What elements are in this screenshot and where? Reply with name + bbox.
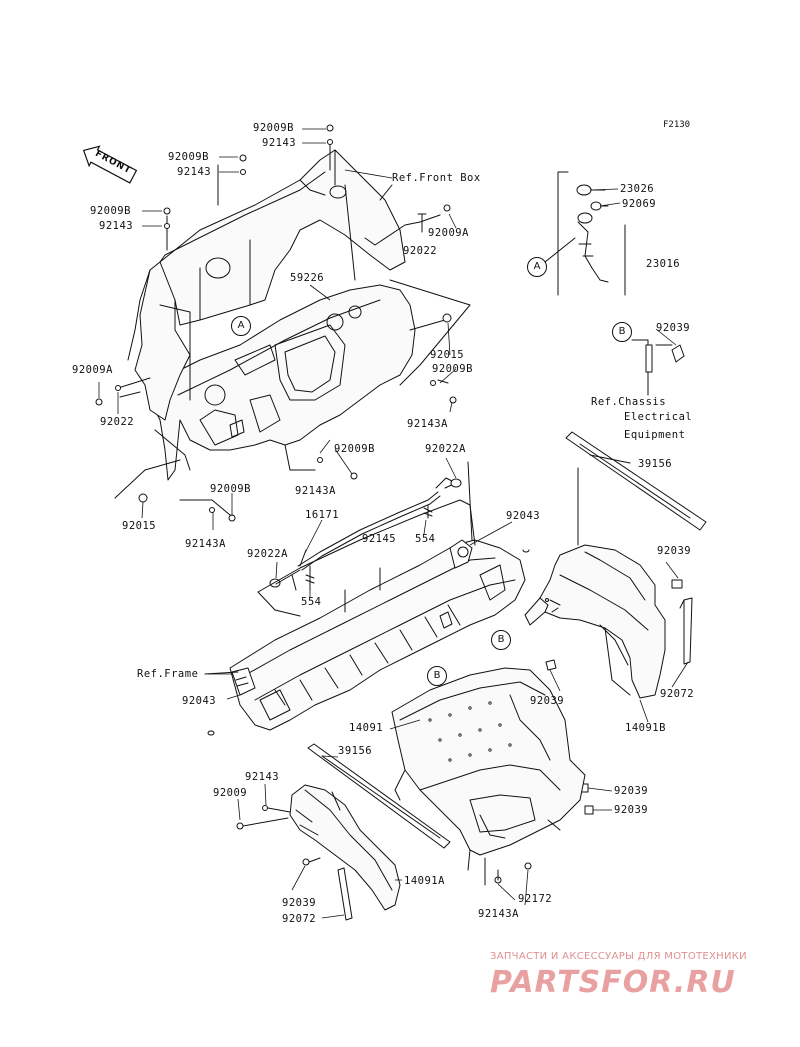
- part-label: 92039: [530, 695, 565, 707]
- cable-92145: [269, 477, 462, 591]
- part-label: 92039: [657, 545, 692, 557]
- front-direction-tag: FRONT: [78, 138, 138, 184]
- part-label: 92072: [282, 913, 317, 925]
- part-label: 16171: [305, 509, 340, 521]
- part-label: 92143: [99, 220, 134, 232]
- part-label: 92009B: [432, 363, 473, 375]
- part-label: 92039: [282, 897, 317, 909]
- fasteners-upper: [95, 124, 457, 522]
- callout-a-detail: A: [527, 257, 547, 277]
- connector-detail: [544, 171, 626, 296]
- part-label: 92039: [614, 785, 649, 797]
- part-label: 14091A: [404, 875, 445, 887]
- part-label: 92039: [656, 322, 691, 334]
- mudflap-92072-r: [679, 597, 693, 665]
- part-label: 92069: [622, 198, 657, 210]
- part-label: 92143: [262, 137, 297, 149]
- part-label: 92009: [213, 787, 248, 799]
- callout-a-dashboard: A: [231, 316, 251, 336]
- part-label: 92022A: [425, 443, 466, 455]
- ref-chassis-label: Equipment: [624, 429, 686, 441]
- left-side-panel: [127, 261, 191, 421]
- part-label: 92022A: [247, 548, 288, 560]
- part-label: 23016: [646, 258, 681, 270]
- part-label: 92143: [177, 166, 212, 178]
- part-label: 92143A: [295, 485, 336, 497]
- fender-14091A: [289, 784, 401, 911]
- part-label: 92015: [122, 520, 157, 532]
- ref-chassis-label: Electrical: [624, 411, 693, 423]
- watermark-logo: PARTSFOR.RU: [490, 965, 736, 1000]
- part-label: 92043: [182, 695, 217, 707]
- ref-frame-label: Ref.Frame: [137, 668, 199, 680]
- ref-chassis-label: Ref.Chassis: [591, 396, 667, 408]
- fender-14091B: [524, 544, 666, 699]
- part-label: 92015: [430, 349, 465, 361]
- figure-code: F2130: [663, 120, 691, 130]
- front-arrow-icon: [82, 145, 138, 184]
- part-label: 59226: [290, 272, 325, 284]
- fasteners-bottom-left: [236, 805, 321, 866]
- part-label: 92072: [660, 688, 695, 700]
- part-label: 92009B: [90, 205, 131, 217]
- strip-39156-bottom: [307, 743, 451, 849]
- part-label: 92009A: [72, 364, 113, 376]
- floor-14091: [391, 667, 586, 886]
- frame-assembly: [207, 539, 530, 736]
- leader-lines: [98, 128, 689, 919]
- part-label: 92039: [614, 804, 649, 816]
- part-label: 92022: [403, 245, 438, 257]
- part-label: 92143A: [407, 418, 448, 430]
- guide-lines-upper: [114, 141, 471, 516]
- callout-b-fender: B: [491, 630, 511, 650]
- part-label: 92009B: [334, 443, 375, 455]
- part-label: 92009B: [253, 122, 294, 134]
- callout-b-floor: B: [427, 666, 447, 686]
- part-label: 92143: [245, 771, 280, 783]
- part-label: 554: [415, 533, 436, 545]
- part-label: 39156: [338, 745, 373, 757]
- part-label: 23026: [620, 183, 655, 195]
- part-label: 92009B: [210, 483, 251, 495]
- callout-b-detail: B: [612, 322, 632, 342]
- chassis-ref-detail: [631, 339, 685, 396]
- part-label: 92043: [506, 510, 541, 522]
- part-label: 92009B: [168, 151, 209, 163]
- part-label: 92145: [362, 533, 397, 545]
- front-box-panel: [159, 149, 406, 326]
- strip-39156-top: [565, 431, 707, 531]
- part-label: 14091: [349, 722, 384, 734]
- part-label: 554: [301, 596, 322, 608]
- part-label: 92143A: [478, 908, 519, 920]
- ref-front-box-label: Ref.Front Box: [392, 172, 481, 184]
- mudflap-92072-l: [337, 867, 353, 921]
- part-label: 92022: [100, 416, 135, 428]
- part-label: 14091B: [625, 722, 666, 734]
- part-label: 92009A: [428, 227, 469, 239]
- watermark-tagline: ЗАПЧАСТИ И АКСЕССУАРЫ ДЛЯ МОТОТЕХНИКИ: [490, 951, 747, 962]
- part-label: 92143A: [185, 538, 226, 550]
- part-label: 92172: [518, 893, 553, 905]
- part-label: 39156: [638, 458, 673, 470]
